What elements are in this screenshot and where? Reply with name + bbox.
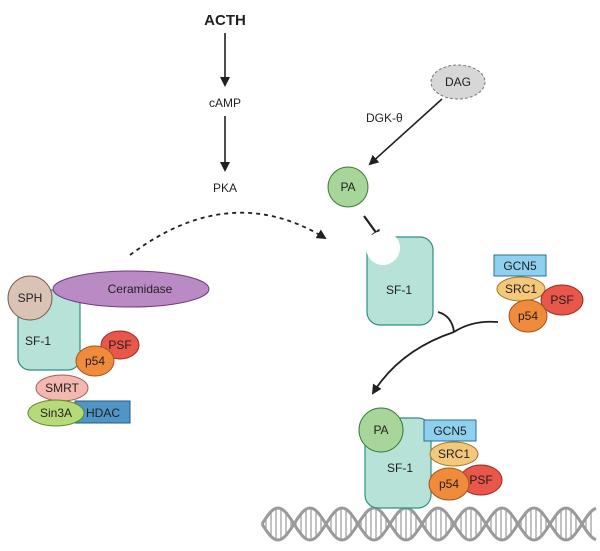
pka-dashed-arrow <box>129 211 327 256</box>
pa-bound <box>358 407 404 453</box>
sph-molecule <box>7 275 53 321</box>
psf-left-label: PSF <box>108 338 131 352</box>
coactivator-join-curve <box>453 320 499 333</box>
dgk-theta-label: DGK-θ <box>366 111 403 125</box>
dna-strand-b <box>260 506 597 542</box>
dag-to-pa-arrow <box>368 98 443 166</box>
ceramidase-enzyme <box>52 270 210 308</box>
hdac-label: HDAC <box>86 406 120 420</box>
dna-strand-a <box>260 506 597 542</box>
pa-bound-label: PA <box>373 423 388 437</box>
p54-bottom <box>428 467 470 501</box>
p54-right-label: p54 <box>518 309 538 323</box>
sph-label: SPH <box>18 291 43 305</box>
dna-double-helix <box>260 506 597 542</box>
smrt-label: SMRT <box>45 381 79 395</box>
sin3a-corepressor <box>27 399 85 427</box>
ceramidase-label: Ceramidase <box>108 282 173 296</box>
psf-right-label: PSF <box>550 293 573 307</box>
p54-left-label: p54 <box>85 354 105 368</box>
psf-right <box>540 284 584 316</box>
p54-left <box>75 345 115 377</box>
sf1-bottom-label: SF-1 <box>387 461 413 475</box>
pka-label: PKA <box>213 181 237 195</box>
sf1-middle-label: SF-1 <box>386 283 412 297</box>
sin3a-label: Sin3A <box>40 406 72 420</box>
acth-label: ACTH <box>204 12 246 29</box>
pa-label: PA <box>340 180 355 194</box>
gcn5-right-label: GCN5 <box>503 259 537 273</box>
src1-bottom <box>429 441 479 467</box>
dag-label: DAG <box>445 75 471 89</box>
gcn5-bottom-label: GCN5 <box>433 424 467 438</box>
sf1-join-curve <box>437 311 455 333</box>
assembly-arrow <box>371 331 455 395</box>
gcn5-box-right <box>493 254 547 277</box>
p54-right <box>508 299 548 333</box>
psf-bottom-label: PSF <box>469 473 492 487</box>
sf1-left-label: SF-1 <box>25 334 51 348</box>
src1-bottom-label: SRC1 <box>438 447 470 461</box>
sf1-ligand-pocket <box>366 231 400 265</box>
camp-label: cAMP <box>209 96 241 110</box>
p54-bottom-label: p54 <box>439 477 459 491</box>
src1-right-label: SRC1 <box>505 282 537 296</box>
gcn5-box-bottom <box>423 419 477 442</box>
dag-node <box>430 64 486 100</box>
pa-molecule <box>327 166 369 208</box>
